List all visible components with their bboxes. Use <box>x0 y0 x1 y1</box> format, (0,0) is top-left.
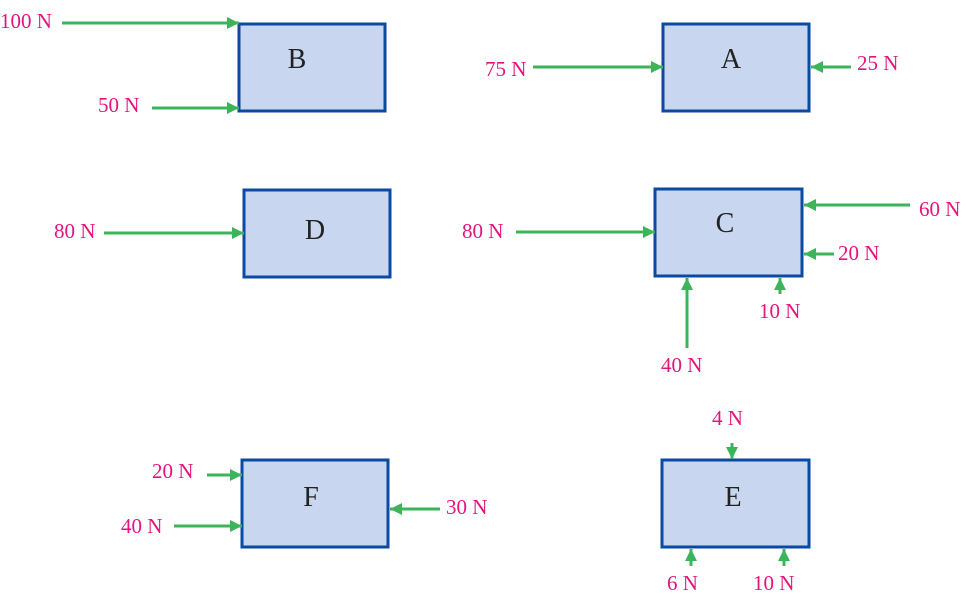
force-label: 50 N <box>98 93 139 117</box>
force-label: 100 N <box>0 9 52 33</box>
block-b-box <box>237 22 387 113</box>
block-b-letter: B <box>288 44 307 75</box>
force-label: 25 N <box>857 51 898 75</box>
force-label: 6 N <box>667 571 698 595</box>
block-c-letter: C <box>716 208 735 239</box>
block-e-letter: E <box>724 482 741 513</box>
block-b: B 100 N 50 N <box>0 9 387 117</box>
force-label: 10 N <box>753 571 794 595</box>
block-c: C 80 N 60 N 20 N 10 N 40 N <box>462 187 960 377</box>
force-label: 75 N <box>485 57 526 81</box>
force-label: 60 N <box>919 197 960 221</box>
block-a: A 75 N 25 N <box>485 22 898 113</box>
force-label: 10 N <box>759 299 800 323</box>
block-a-letter: A <box>721 44 742 75</box>
block-f-letter: F <box>303 482 319 513</box>
force-label: 40 N <box>121 514 162 538</box>
force-label: 4 N <box>712 406 743 430</box>
block-d-box <box>242 188 392 279</box>
force-label: 30 N <box>446 495 487 519</box>
block-c-box <box>653 187 804 278</box>
force-label: 20 N <box>152 459 193 483</box>
force-label: 80 N <box>54 219 95 243</box>
block-f: F 20 N 40 N 30 N <box>121 458 487 549</box>
force-label: 40 N <box>661 353 702 377</box>
block-d: D 80 N <box>54 188 392 279</box>
force-label: 20 N <box>838 241 879 265</box>
block-f-box <box>240 458 390 549</box>
block-d-letter: D <box>305 215 325 246</box>
block-e: E 4 N 6 N 10 N <box>660 406 811 595</box>
force-label: 80 N <box>462 219 503 243</box>
block-e-box <box>660 458 811 549</box>
